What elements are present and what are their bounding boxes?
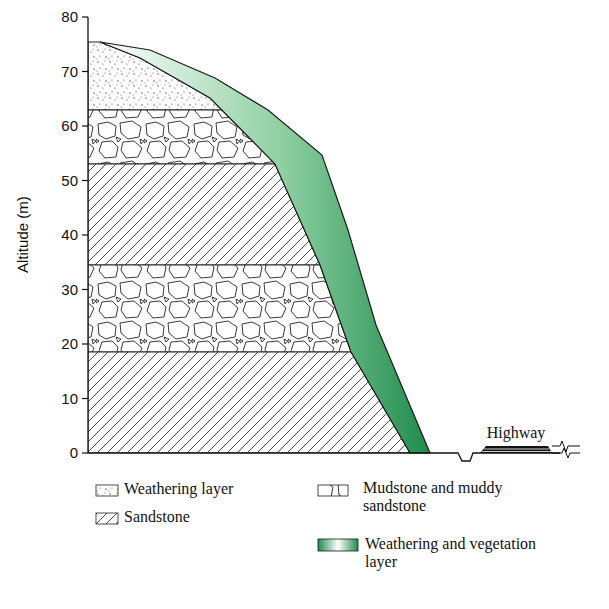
tick-label: 50 <box>61 172 78 189</box>
tick-label: 10 <box>61 390 78 407</box>
mudstone-layer <box>88 265 488 352</box>
tick-label: 60 <box>61 117 78 134</box>
mudstone-swatch <box>318 485 348 496</box>
tick-label: 30 <box>61 281 78 298</box>
vegetation-swatch <box>318 539 358 551</box>
tick-label: 80 <box>61 8 78 25</box>
strata <box>88 30 488 453</box>
sandstone-hatch <box>88 352 488 453</box>
sandstone-swatch <box>96 513 118 524</box>
axis-ticks <box>82 17 88 453</box>
legend-label: Weathering layer <box>124 480 233 498</box>
legend-label: Mudstone and muddy sandstone <box>363 479 533 516</box>
highway-label: Highway <box>487 424 546 442</box>
tick-label: 70 <box>61 63 78 80</box>
ground-line <box>88 453 560 461</box>
weathering-swatch <box>96 485 118 496</box>
break-mark <box>552 441 580 458</box>
sandstone-layer <box>88 352 488 453</box>
legend-label: Weathering and vegetation layer <box>365 535 551 572</box>
road-layers <box>482 449 551 452</box>
legend-label: Sandstone <box>124 508 190 526</box>
tick-label: 0 <box>70 444 78 461</box>
tick-label: 40 <box>61 226 78 243</box>
tick-label: 20 <box>61 335 78 352</box>
weathering-layer <box>88 30 488 110</box>
highway-road <box>480 446 552 453</box>
vegetation-band <box>100 42 430 453</box>
axis-title: Altitude (m) <box>13 197 30 274</box>
